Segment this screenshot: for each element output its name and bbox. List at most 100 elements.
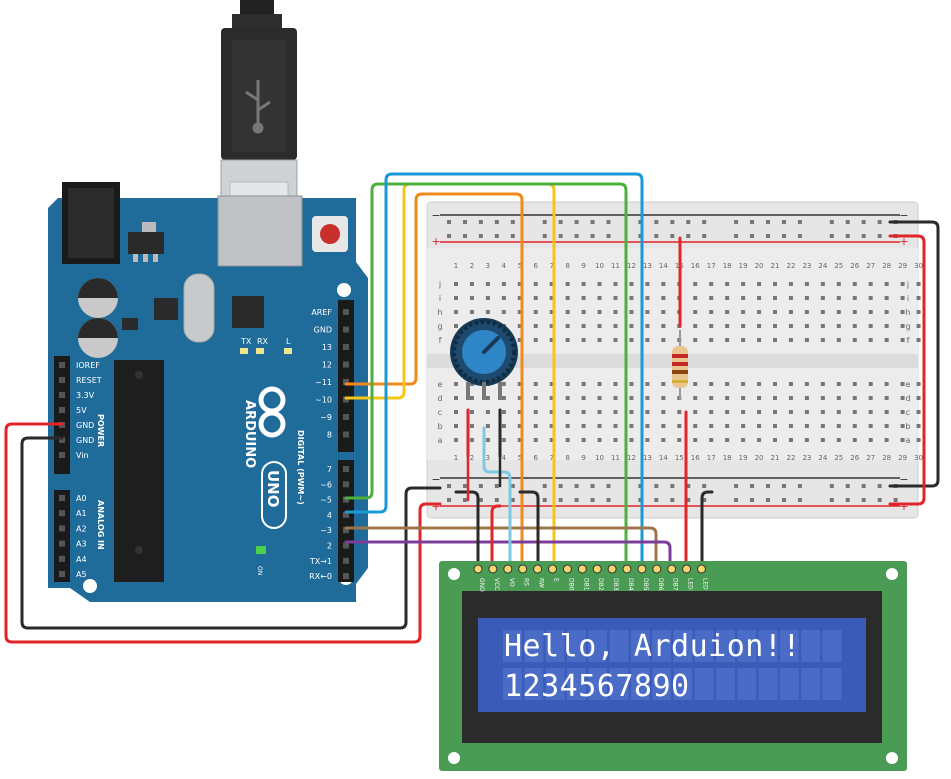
header-pin[interactable] [59, 362, 65, 368]
capacitor [78, 278, 118, 318]
crystal [183, 273, 215, 343]
lcd-pin-label: DB5 [642, 578, 649, 591]
header-pin[interactable] [59, 407, 65, 413]
lcd-pin[interactable] [652, 564, 662, 574]
column-number: 29 [898, 262, 907, 270]
resistor [672, 330, 688, 400]
header-pin[interactable] [343, 344, 349, 350]
lcd-pin[interactable] [622, 564, 632, 574]
header-pin[interactable] [59, 555, 65, 562]
header-pin[interactable] [343, 309, 349, 315]
led-label-rx: RX [257, 337, 269, 346]
usb-icon [245, 80, 271, 134]
arduino-brand: ARDUINO [242, 400, 257, 468]
header-pin[interactable] [343, 326, 349, 333]
row-letter: b [905, 422, 910, 431]
pin-label: 4 [327, 511, 332, 520]
column-number: 9 [581, 454, 585, 462]
lcd-pin-label: DB0 [567, 578, 574, 591]
potentiometer[interactable] [450, 318, 518, 400]
lcd-pin-label: DB6 [657, 578, 664, 591]
row-letter: a [906, 436, 911, 445]
column-number: 9 [581, 262, 585, 270]
lcd-pin[interactable] [548, 564, 557, 574]
lcd-pin[interactable] [533, 564, 543, 574]
lcd-pin[interactable] [488, 564, 498, 574]
row-letter: i [907, 294, 909, 303]
row-letter: c [906, 408, 910, 417]
header-pin[interactable] [343, 466, 349, 472]
header-pin[interactable] [59, 495, 65, 501]
lcd-pin-label: RS [523, 578, 530, 586]
header-pin[interactable] [343, 431, 349, 438]
column-number: 20 [755, 454, 764, 462]
pin-label: A0 [76, 494, 87, 503]
column-number: 3 [486, 454, 490, 462]
header-pin[interactable] [343, 542, 349, 549]
lcd-pin[interactable] [503, 564, 513, 574]
column-number: 27 [866, 262, 875, 270]
header-pin[interactable] [343, 557, 349, 564]
pin-label: IOREF [76, 361, 100, 370]
led-label-tx: TX [240, 337, 252, 346]
column-number: 17 [707, 262, 716, 270]
arduino-model: UNO [264, 470, 282, 508]
header-pin[interactable] [343, 379, 349, 385]
lcd-pin[interactable] [697, 564, 706, 574]
analog-title: ANALOG IN [96, 500, 105, 550]
header-pin[interactable] [343, 573, 349, 580]
column-number: 24 [818, 454, 827, 462]
header-pin[interactable] [59, 377, 65, 383]
column-number: 12 [627, 262, 636, 270]
header-pin[interactable] [59, 510, 65, 517]
pin-label: Vin [76, 451, 89, 460]
header-pin[interactable] [343, 511, 349, 518]
header-pin[interactable] [59, 392, 65, 398]
wire-pin5-db4 [344, 182, 628, 570]
column-number: 16 [691, 454, 700, 462]
header-pin[interactable] [59, 525, 65, 532]
header-pin[interactable] [59, 437, 65, 443]
header-pin[interactable] [59, 540, 65, 547]
lcd-pin[interactable] [577, 564, 587, 574]
header-pin[interactable] [343, 527, 349, 534]
header-pin[interactable] [343, 361, 349, 368]
wire-pin2-db7 [344, 540, 672, 570]
lcd-pin[interactable] [562, 564, 572, 574]
lcd-pin-label: LED [687, 578, 694, 590]
header-pin[interactable] [59, 452, 65, 458]
pin-label: ~11 [315, 378, 332, 387]
header-pin[interactable] [59, 571, 65, 577]
lcd-pin[interactable] [607, 564, 617, 574]
lcd-pin[interactable] [473, 564, 483, 574]
column-number: 6 [534, 262, 539, 270]
wire-lcd-gnd [454, 490, 480, 570]
pin-label: A4 [76, 555, 87, 564]
header-pin[interactable] [343, 414, 349, 420]
on-led [256, 546, 266, 554]
usb-socket [217, 195, 303, 267]
lcd-pin[interactable] [667, 564, 677, 574]
column-number: 19 [739, 262, 748, 270]
wire-led-cathode [700, 490, 714, 570]
pin-label: ~6 [320, 480, 332, 489]
rail-sign: + [431, 235, 440, 248]
column-number: 11 [611, 262, 620, 270]
column-number: 27 [866, 454, 875, 462]
header-pin[interactable] [343, 481, 349, 488]
header-pin[interactable] [343, 496, 349, 503]
lcd-pin[interactable] [682, 564, 692, 574]
column-number: 18 [723, 262, 732, 270]
pin-label: GND [76, 421, 94, 430]
lcd-pin[interactable] [637, 564, 647, 574]
column-number: 15 [675, 454, 684, 462]
column-number: 18 [723, 454, 732, 462]
lcd-pin[interactable] [592, 564, 602, 574]
lcd-pin[interactable] [518, 564, 528, 574]
rail-sign: − [431, 209, 440, 222]
